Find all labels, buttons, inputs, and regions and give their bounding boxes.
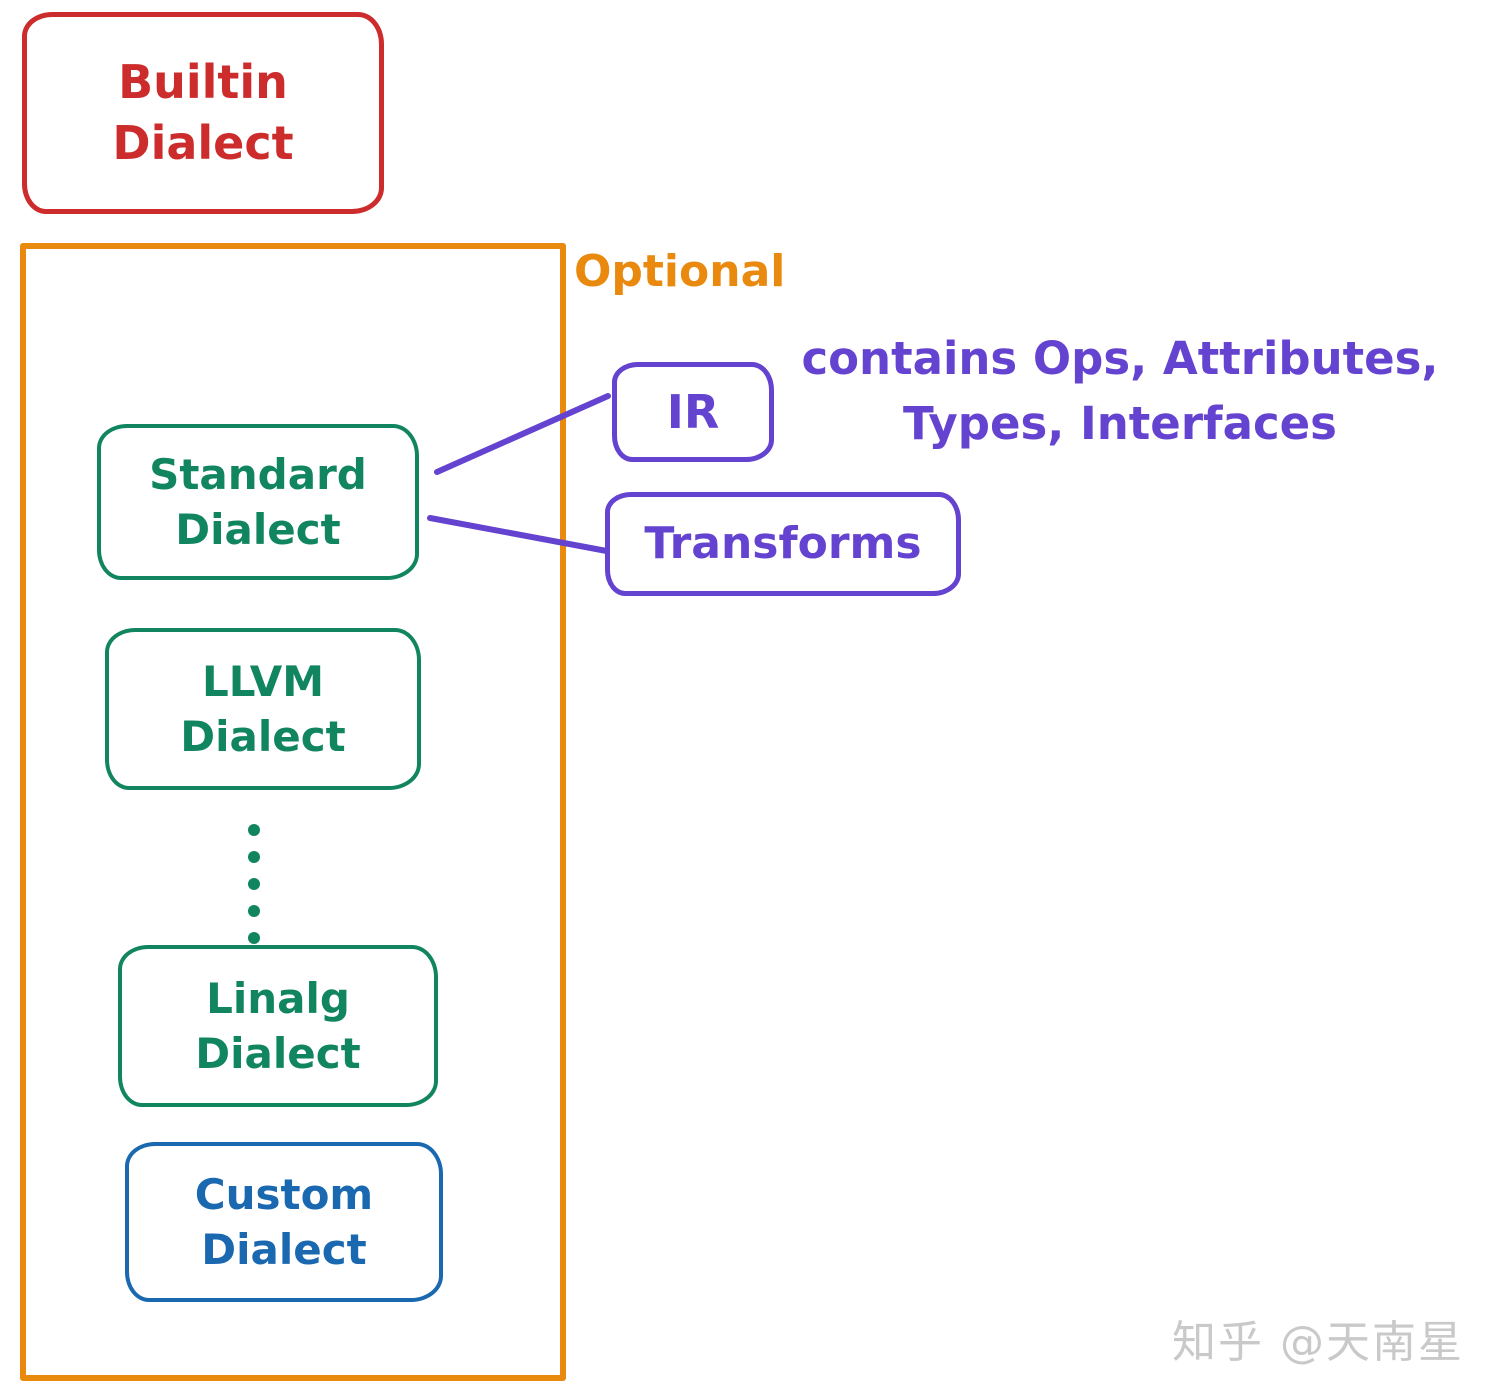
ellipsis-dot — [248, 905, 260, 917]
ir-annotation-line1: contains Ops, Attributes, — [801, 332, 1439, 385]
custom-dialect-label-line2: Dialect — [201, 1225, 367, 1274]
transforms-box: Transforms — [605, 492, 961, 596]
zhihu-watermark: 知乎 @天南星 — [1172, 1317, 1464, 1368]
transforms-label: Transforms — [644, 517, 922, 569]
ellipsis-dot — [248, 878, 260, 890]
more-dialects-ellipsis — [248, 824, 260, 944]
standard-dialect-label-line1: Standard — [149, 449, 367, 499]
linalg-dialect-label-line1: Linalg — [206, 973, 350, 1023]
custom-dialect-label-line1: Custom — [194, 1169, 374, 1219]
standard-dialect-label-line2: Dialect — [175, 505, 341, 554]
linalg-dialect-box: Linalg Dialect — [118, 945, 438, 1107]
llvm-dialect-label-line1: LLVM — [201, 656, 325, 706]
optional-group-frame — [20, 243, 566, 1381]
standard-dialect-box: Standard Dialect — [97, 424, 419, 580]
ir-annotation-line2: Types, Interfaces — [903, 397, 1337, 451]
llvm-dialect-label-line2: Dialect — [180, 712, 346, 761]
ellipsis-dot — [248, 932, 260, 944]
ellipsis-dot — [248, 824, 260, 836]
optional-label: Optional — [574, 246, 786, 297]
builtin-dialect-label-line2: Dialect — [112, 116, 294, 170]
ir-annotation: contains Ops, Attributes, Types, Interfa… — [765, 326, 1475, 457]
builtin-dialect-box: Builtin Dialect — [22, 12, 384, 214]
ir-label: IR — [666, 384, 720, 439]
custom-dialect-box: Custom Dialect — [125, 1142, 443, 1302]
linalg-dialect-label-line2: Dialect — [195, 1029, 361, 1078]
ir-box: IR — [612, 362, 774, 462]
ellipsis-dot — [248, 851, 260, 863]
llvm-dialect-box: LLVM Dialect — [105, 628, 421, 790]
builtin-dialect-label-line1: Builtin — [118, 55, 288, 110]
